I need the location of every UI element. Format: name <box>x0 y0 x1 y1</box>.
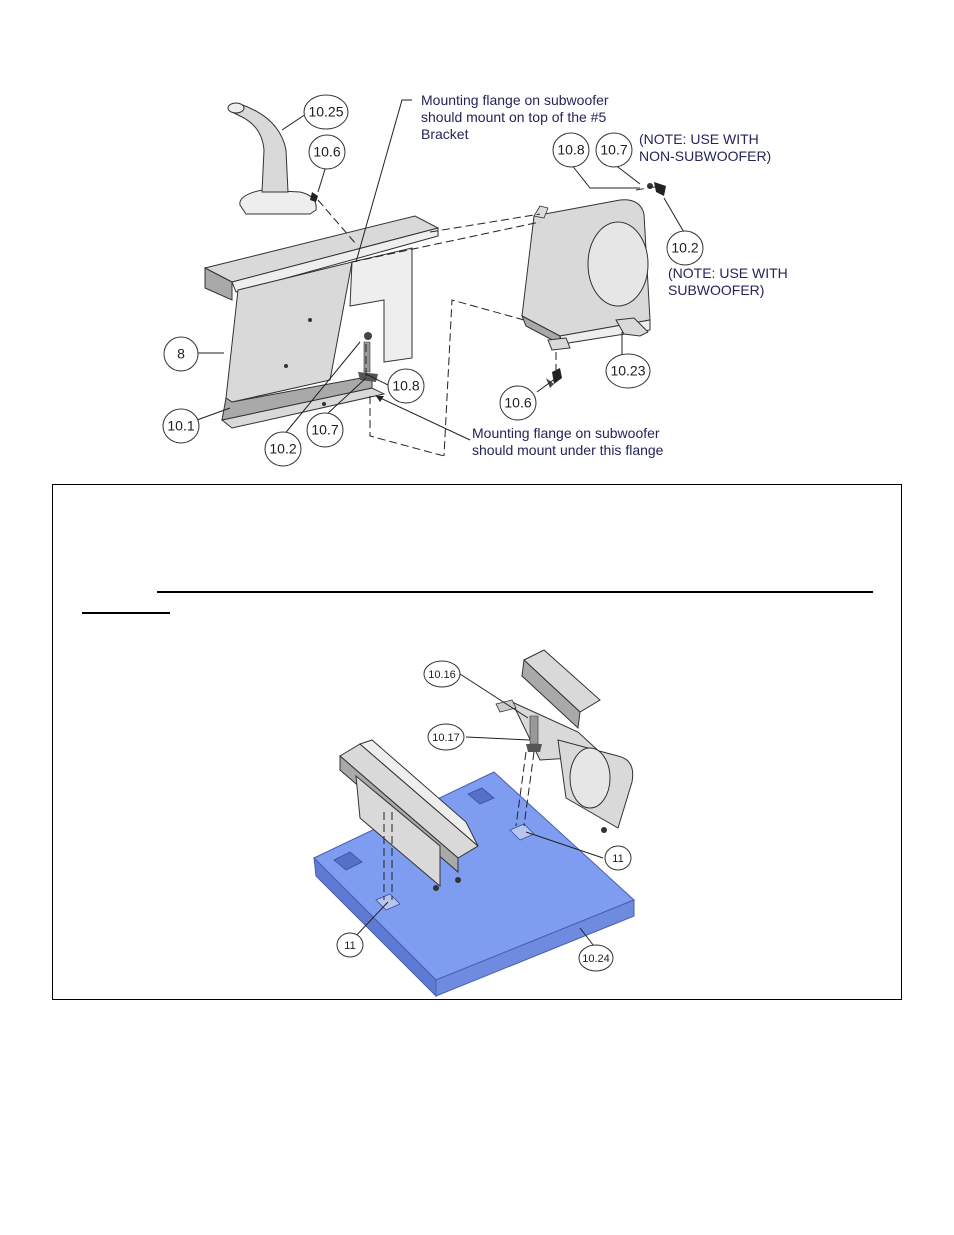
callout-label: 10.2 <box>269 441 296 457</box>
left-bracket-part <box>339 739 479 891</box>
note-line: NON-SUBWOOFER) <box>639 148 771 164</box>
callout-label: 10.17 <box>432 732 460 744</box>
callout-10-6-top: 10.6 <box>308 134 346 170</box>
note-subwoofer: (NOTE: USE WITH SUBWOOFER) <box>668 265 788 298</box>
assembly-dashed-lines <box>317 185 661 457</box>
diagram-1: 10.25 10.6 10.8 10.7 10.2 8 10.1 10.2 <box>162 92 788 467</box>
note-line: Mounting flange on subwoofer <box>421 92 609 108</box>
callout-10-23: 10.23 <box>605 353 651 389</box>
underline-rule-short <box>82 612 170 614</box>
note-line: Bracket <box>421 126 469 142</box>
note-line: should mount on top of the #5 <box>421 109 606 125</box>
main-bracket-part <box>203 215 440 429</box>
note-line: (NOTE: USE WITH <box>668 265 788 281</box>
callout-label: 10.24 <box>582 953 610 965</box>
leader-lines-2 <box>351 673 604 951</box>
callout-label: 10.7 <box>311 422 338 438</box>
callout-10-1: 10.1 <box>162 408 200 444</box>
pipe-stand-part <box>227 102 317 215</box>
note-non-subwoofer: (NOTE: USE WITH NON-SUBWOOFER) <box>639 131 771 164</box>
diagram-2: 10.16 10.17 11 11 10.24 <box>313 649 635 998</box>
callout-10-8-top: 10.8 <box>552 132 590 168</box>
callout-label: 10.23 <box>610 363 645 379</box>
underline-rule-long <box>157 591 873 593</box>
callout-label: 10.8 <box>392 378 419 394</box>
fasteners-10-16-17 <box>526 715 542 752</box>
callout-10-7-bottom: 10.7 <box>306 412 344 448</box>
callout-10-16: 10.16 <box>423 660 461 688</box>
assembly-dashed-lines-2 <box>383 751 535 900</box>
note-line: should mount under this flange <box>472 442 664 458</box>
callout-label: 11 <box>344 940 355 952</box>
callout-label: 8 <box>177 346 185 362</box>
fasteners-right-part <box>647 182 666 196</box>
note-line: (NOTE: USE WITH <box>639 131 759 147</box>
callout-label: 10.6 <box>313 144 340 160</box>
callout-8: 8 <box>163 336 199 372</box>
callout-label: 10.16 <box>428 669 456 681</box>
callout-10-17: 10.17 <box>427 723 465 751</box>
callout-label: 10.8 <box>557 142 584 158</box>
callout-10-2-right: 10.2 <box>666 230 704 266</box>
callout-10-25: 10.25 <box>303 94 349 130</box>
callout-label: 10.6 <box>504 395 531 411</box>
callout-10-8-bottom: 10.8 <box>387 368 425 404</box>
note-under-flange: Mounting flange on subwoofer should moun… <box>472 425 664 458</box>
callout-10-7-top: 10.7 <box>595 132 633 168</box>
screw-part <box>310 192 318 202</box>
instruction-box <box>52 484 902 1000</box>
callout-label: 10.1 <box>167 418 194 434</box>
note-top-flange: Mounting flange on subwoofer should moun… <box>421 92 609 142</box>
screw-bottom-part <box>546 368 562 388</box>
callout-11-right: 11 <box>604 845 632 871</box>
callout-10-2-bottom: 10.2 <box>264 431 302 467</box>
subwoofer-box-part <box>521 199 651 351</box>
callout-10-6-bottom: 10.6 <box>499 385 537 421</box>
note-line: SUBWOOFER) <box>668 282 764 298</box>
callout-label: 10.7 <box>600 142 627 158</box>
callout-label: 10.2 <box>671 240 698 256</box>
callout-11-left: 11 <box>336 932 364 958</box>
leader-lines-1 <box>196 99 686 441</box>
callout-label: 10.25 <box>308 104 343 120</box>
note-line: Mounting flange on subwoofer <box>472 425 660 441</box>
callout-label: 11 <box>612 853 623 865</box>
callout-10-24: 10.24 <box>578 944 614 972</box>
